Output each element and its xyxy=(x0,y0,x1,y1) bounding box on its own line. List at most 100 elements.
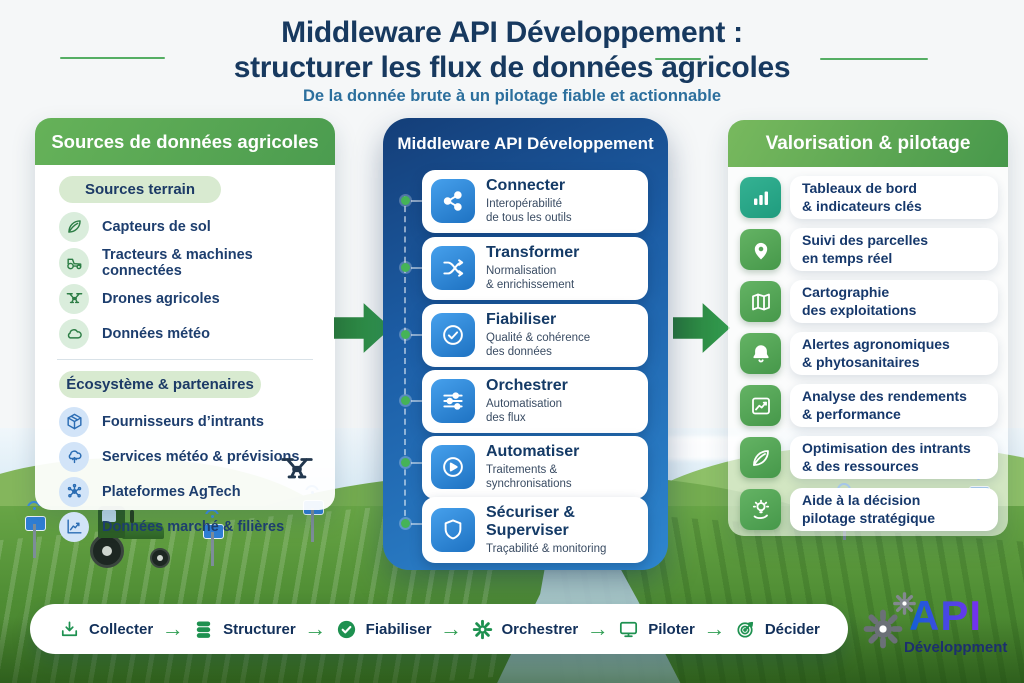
value-item-label: Analyse des rendements& performance xyxy=(790,384,998,427)
step-subtitle: Interopérabilité de tous les outils xyxy=(486,197,572,225)
step-card-connecter: Connecter Interopérabilité de tous les o… xyxy=(422,170,648,233)
map-icon xyxy=(740,281,781,322)
timeline-dot xyxy=(400,519,422,528)
list-item-label: Données marché & filières xyxy=(102,518,285,535)
list-item-label: Fournisseurs d’intrants xyxy=(102,413,264,430)
transform-icon xyxy=(431,246,475,291)
list-item-label: Drones agricoles xyxy=(102,290,220,307)
play-icon xyxy=(431,445,475,490)
process-step-piloter: Piloter xyxy=(617,618,695,641)
list-item: Données marché & filières xyxy=(35,509,335,544)
process-step-orchestrer: Orchestrer xyxy=(471,618,578,641)
timeline-dot xyxy=(400,330,422,339)
logo-subtitle: Développment xyxy=(904,639,1008,656)
share-icon xyxy=(431,179,475,224)
gear-icon xyxy=(860,606,906,652)
gear-icon xyxy=(891,590,918,617)
list-item-label: Tracteurs & machines connectées xyxy=(102,246,253,279)
step-card-automatiser: Automatiser Traitements & synchronisatio… xyxy=(422,436,648,499)
leaf-icon xyxy=(740,437,781,478)
process-step-label: Structurer xyxy=(223,620,296,638)
market-chart-icon xyxy=(59,511,89,542)
drone-icon xyxy=(59,283,89,314)
flow-arrow-right xyxy=(673,303,730,353)
middleware-panel-title: Middleware API Développement xyxy=(397,134,654,153)
field-sensor xyxy=(22,506,48,560)
arrow-right-icon: → xyxy=(703,616,726,641)
step-card-transformer: Transformer Normalisation & enrichisseme… xyxy=(422,237,648,300)
valorisation-panel-header: Valorisation & pilotage xyxy=(728,120,1008,167)
process-step-fiabiliser: Fiabiliser xyxy=(335,618,432,641)
valorisation-panel: Valorisation & pilotage Tableaux de bord… xyxy=(728,120,1008,536)
accent-line xyxy=(60,57,165,59)
timeline-dot xyxy=(400,458,422,467)
step-card-orchestrer: Orchestrer Automatisation des flux xyxy=(422,370,648,433)
sources-panel-header: Sources de données agricoles xyxy=(35,118,335,165)
step-subtitle: Traitements & synchronisations xyxy=(486,463,572,491)
valorisation-panel-title: Valorisation & pilotage xyxy=(765,132,971,154)
trend-chart-icon xyxy=(740,385,781,426)
package-icon xyxy=(59,406,89,437)
step-title: Transformer xyxy=(486,244,580,261)
step-subtitle: Automatisation des flux xyxy=(486,397,563,425)
page-subtitle: De la donnée brute à un pilotage fiable … xyxy=(302,87,722,105)
arrow-right-icon: → xyxy=(440,616,463,641)
network-icon xyxy=(59,476,89,507)
step-card-fiabiliser: Fiabiliser Qualité & cohérence des donné… xyxy=(422,304,648,367)
arrow-right-icon: → xyxy=(586,616,609,641)
gear-icon xyxy=(471,618,494,641)
list-item-label: Capteurs de sol xyxy=(102,218,211,235)
cloud-icon xyxy=(59,318,89,349)
logo-wordmark: API xyxy=(909,592,983,639)
value-item: Analyse des rendements& performance xyxy=(740,384,998,427)
list-item: Capteurs de sol xyxy=(35,209,335,244)
location-pin-icon xyxy=(740,229,781,270)
list-item: Services météo & prévisions xyxy=(35,439,335,474)
sources-panel: Sources de données agricoles Sources ter… xyxy=(35,118,335,542)
accent-line xyxy=(655,58,701,60)
process-step-label: Fiabiliser xyxy=(365,620,432,638)
process-step-decider: Décider xyxy=(734,618,820,641)
bar-chart-icon xyxy=(740,177,781,218)
list-item: Fournisseurs d’intrants xyxy=(35,404,335,439)
field-sensor xyxy=(200,514,226,568)
api-developpment-logo: API Développment xyxy=(860,592,1020,672)
badge-ecosysteme-partenaires: Écosystème & partenaires xyxy=(59,371,261,398)
process-step-label: Collecter xyxy=(89,620,154,638)
database-icon xyxy=(192,618,215,641)
list-item-label: Données météo xyxy=(102,325,210,342)
download-icon xyxy=(58,618,81,641)
bell-icon xyxy=(740,333,781,374)
step-title: Fiabiliser xyxy=(486,311,557,328)
step-title: Orchestrer xyxy=(486,377,568,394)
badge-sources-terrain: Sources terrain xyxy=(59,176,221,203)
value-item-label: Tableaux de bord& indicateurs clés xyxy=(790,176,998,219)
value-item: Alertes agronomiques& phytosanitaires xyxy=(740,332,998,375)
step-title: Automatiser xyxy=(486,443,580,460)
process-step-label: Décider xyxy=(764,620,820,638)
check-badge-icon xyxy=(335,618,358,641)
tractor-icon xyxy=(59,247,89,278)
arrow-right-icon: → xyxy=(304,616,327,641)
process-step-label: Piloter xyxy=(648,620,695,638)
value-item: Tableaux de bord& indicateurs clés xyxy=(740,176,998,219)
value-item-label: Optimisation des intrants& des ressource… xyxy=(790,436,998,479)
value-item: Optimisation des intrants& des ressource… xyxy=(740,436,998,479)
sources-panel-title: Sources de données agricoles xyxy=(51,130,319,152)
page-title-line2: structurer les flux de données agricoles xyxy=(233,50,791,84)
list-item-label: Plateformes AgTech xyxy=(102,483,241,500)
tractor-illustration xyxy=(72,506,182,572)
list-item: Drones agricoles xyxy=(35,281,335,316)
page-title-line1: Middleware API Développement : xyxy=(281,16,743,49)
timeline-dot xyxy=(400,263,422,272)
decision-bulb-icon xyxy=(740,489,781,530)
process-step-structurer: Structurer xyxy=(192,618,296,641)
page-title: Middleware API Développement : structure… xyxy=(0,16,1024,86)
accent-line xyxy=(820,58,928,60)
